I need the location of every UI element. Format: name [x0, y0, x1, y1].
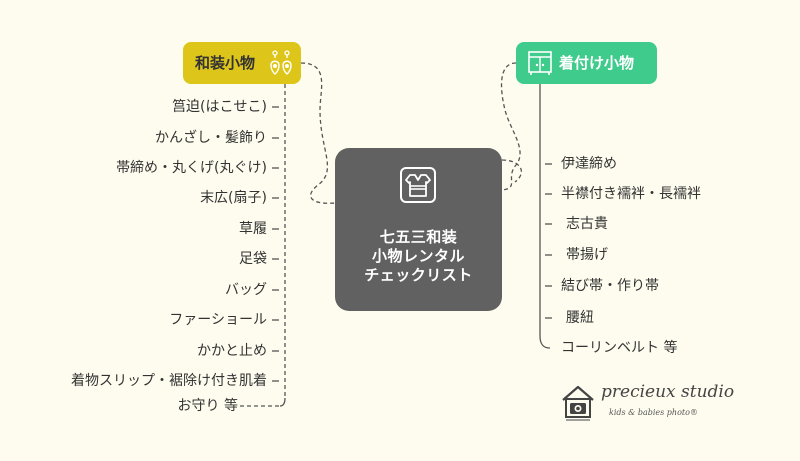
left-item: バッグ	[225, 282, 267, 298]
category-label: 和装小物	[195, 54, 256, 72]
left-item: 末広(扇子)	[200, 190, 267, 206]
left-item: かかと止め	[197, 343, 267, 359]
dresser-icon	[528, 51, 552, 75]
category-kitsuke-komono: 着付け小物	[516, 42, 657, 84]
house-camera-icon	[562, 385, 594, 421]
center-title-line-3: チェックリスト	[364, 266, 473, 284]
category-label: 着付け小物	[559, 54, 635, 72]
left-item: 筥迫(はこせこ)	[172, 99, 267, 115]
right-item: 志古貴	[566, 216, 608, 232]
left-branch-ticks	[272, 106, 279, 382]
center-title-box: 七五三和装 小物レンタル チェックリスト	[335, 148, 502, 311]
logo-brand: precieux studio	[601, 382, 735, 402]
center-title-line-1: 七五三和装	[379, 228, 458, 246]
right-item: 帯揚げ	[566, 247, 608, 263]
logo-tagline: kids & babies photo®	[609, 408, 698, 417]
left-item: かんざし・髪飾り	[155, 130, 267, 146]
left-item: お守り 等	[177, 398, 238, 414]
left-item: 帯締め・丸くげ(丸ぐけ)	[116, 160, 267, 176]
left-last-curve	[279, 397, 286, 407]
left-item: 足袋	[239, 251, 267, 267]
center-title-line-2: 小物レンタル	[371, 247, 465, 265]
center-title: 七五三和装 小物レンタル チェックリスト	[335, 228, 502, 285]
category-wasou-komono: 和装小物	[183, 42, 301, 84]
kimono-icon	[400, 167, 436, 203]
left-item: 着物スリップ・裾除け付き肌着	[71, 373, 267, 389]
right-branch-ticks	[545, 163, 552, 319]
right-last-curve	[539, 335, 551, 349]
connector-right-to-center	[500, 62, 521, 191]
connector-left-to-center	[300, 62, 336, 204]
right-item: 伊達締め	[561, 156, 617, 172]
left-item: ファーショール	[169, 312, 267, 328]
studio-logo: precieux studio kids & babies photo®	[561, 382, 761, 427]
right-item: 結び帯・作り帯	[561, 278, 659, 294]
right-item: 腰紐	[566, 310, 594, 326]
left-item: 草履	[239, 221, 267, 237]
earrings-icon	[270, 50, 292, 75]
right-item: 半襟付き襦袢・長襦袢	[561, 186, 701, 202]
right-item: コーリンベルト 等	[561, 340, 678, 356]
